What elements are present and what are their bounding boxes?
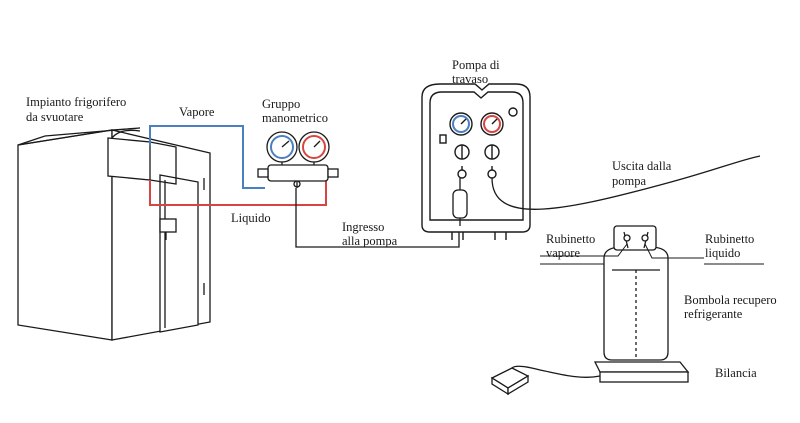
label-uscita-line1: Uscita dalla bbox=[612, 159, 672, 173]
label-bilancia: Bilancia bbox=[715, 366, 757, 380]
label-bombola-line2: refrigerante bbox=[684, 307, 743, 321]
label-gruppo-line1: Gruppo bbox=[262, 97, 301, 111]
label-uscita-line2: pompa bbox=[612, 174, 647, 188]
recovery-pump-icon bbox=[421, 83, 531, 240]
label-pompa-line2: travaso bbox=[452, 72, 489, 86]
label-rubinetto-liquido-line1: Rubinetto bbox=[705, 232, 755, 246]
label-ingresso-line1: Ingresso bbox=[342, 220, 385, 234]
cold-room-icon bbox=[17, 127, 211, 341]
liquid-line bbox=[149, 180, 327, 206]
label-vapore: Vapore bbox=[179, 105, 215, 119]
outlet-hose bbox=[491, 155, 761, 210]
label-rubinetto-vapore-line2: vapore bbox=[546, 246, 581, 260]
scale-icon bbox=[593, 361, 690, 383]
scale-remote-icon bbox=[490, 367, 530, 396]
label-impianto-line2: da svuotare bbox=[26, 110, 84, 124]
label-rubinetto-vapore-line1: Rubinetto bbox=[546, 232, 596, 246]
scale-cable bbox=[511, 365, 601, 378]
leader-lines bbox=[540, 243, 764, 265]
filter-drier-icon bbox=[452, 178, 468, 226]
label-impianto-line1: Impianto frigorifero bbox=[26, 95, 127, 109]
label-liquido: Liquido bbox=[231, 211, 271, 225]
label-rubinetto-liquido-line2: liquido bbox=[705, 246, 741, 260]
manifold-gauge-icon bbox=[257, 131, 339, 188]
refrigerant-cylinder-icon bbox=[603, 225, 669, 361]
inlet-hose bbox=[295, 188, 460, 248]
label-bombola-line1: Bombola recupero bbox=[684, 293, 777, 307]
label-pompa-line1: Pompa di bbox=[452, 58, 500, 72]
vapour-line bbox=[149, 125, 265, 189]
label-ingresso-line2: alla pompa bbox=[342, 234, 398, 248]
label-gruppo-line2: manometrico bbox=[262, 111, 328, 125]
